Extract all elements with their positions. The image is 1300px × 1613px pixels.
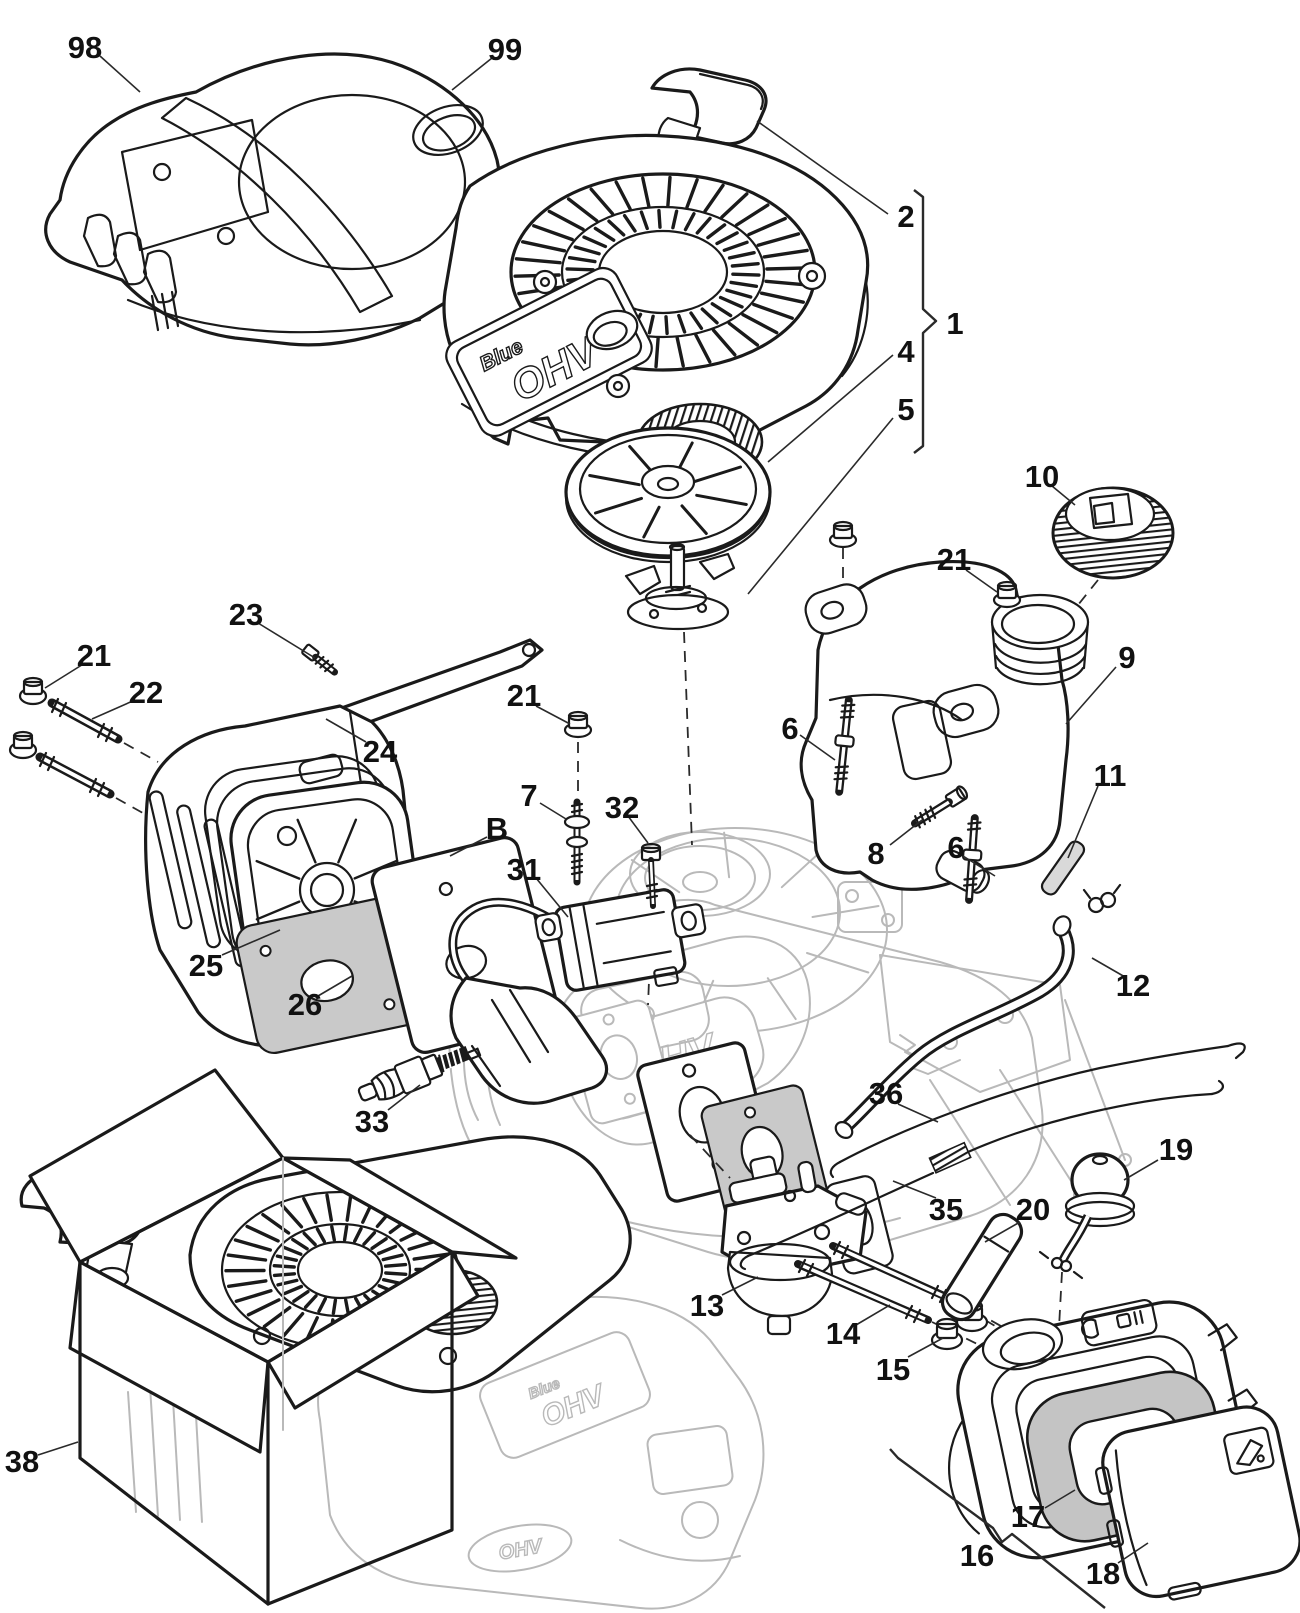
stud-6-right: [961, 814, 983, 904]
callout-21-muffler: 21: [77, 638, 111, 673]
callout-11: 11: [1094, 758, 1127, 793]
fuel-cap: [1051, 486, 1175, 580]
callout-18: 18: [1086, 1556, 1120, 1591]
air-filter-cover-18: [1094, 1405, 1300, 1601]
callout-25: 25: [189, 948, 223, 983]
breather-hose-20: [940, 1212, 1024, 1322]
governor-rod-35: [739, 1079, 1225, 1271]
callout-6-left: 6: [781, 711, 798, 746]
stud-22-upper: [47, 697, 123, 744]
stud-6-left: [833, 696, 856, 796]
spark-plug-33: [357, 1046, 482, 1102]
fuel-pipe-11: [1040, 840, 1086, 896]
cardboard-box: [28, 1068, 518, 1606]
starter-cup: [624, 542, 736, 631]
bolt-7: [563, 798, 591, 886]
callout-24: 24: [363, 734, 398, 769]
boxed-engine-38: Blue OHV OHV: [19, 1068, 765, 1610]
flange-nut-15-b: [930, 1317, 964, 1351]
primer-bulb-19: [1038, 1152, 1136, 1280]
starter-pulley: [564, 402, 772, 564]
callout-15: 15: [876, 1352, 910, 1387]
stud-22-lower: [35, 751, 115, 799]
callout-31: 31: [507, 852, 541, 887]
hose-clamp: [1082, 883, 1122, 914]
callout-5: 5: [897, 392, 914, 427]
rod-spring-coil: [928, 1141, 972, 1174]
callout-12: 12: [1116, 968, 1150, 1003]
callout-4: 4: [897, 334, 915, 369]
tank-filler-neck: [990, 593, 1090, 686]
cover-vent-icon: [1223, 1426, 1275, 1475]
flange-nut-21-muffler-b: [8, 730, 38, 760]
callout-32: 32: [605, 790, 639, 825]
callout-14: 14: [826, 1316, 861, 1351]
carburetor-13: [720, 1155, 894, 1336]
fuel-hose-12: [834, 915, 1075, 1139]
callout-23: 23: [229, 597, 263, 632]
bolt-32: [640, 842, 662, 909]
fan-cover: Blue OHV: [442, 133, 870, 462]
callout-17: 17: [1011, 1499, 1045, 1534]
flange-nut-21-muffler-a: [18, 676, 48, 706]
bolt-8: [910, 785, 969, 829]
stud-14-lower: [794, 1258, 932, 1324]
callout-8: 8: [867, 836, 884, 871]
callout-36: 36: [869, 1076, 903, 1111]
callout-20: 20: [1016, 1192, 1050, 1227]
callout-10: 10: [1025, 459, 1059, 494]
bracket-group-1: [913, 189, 938, 454]
callout-98: 98: [68, 30, 102, 65]
callout-13: 13: [690, 1288, 724, 1323]
flange-nut-21-coil: [563, 710, 593, 739]
callout-16: 16: [960, 1538, 994, 1573]
callout-19: 19: [1159, 1132, 1193, 1167]
callout-99: 99: [488, 32, 522, 67]
callout-1: 1: [946, 306, 963, 341]
leader-lines: [37, 55, 1159, 1609]
ghost-engine-in-box: Blue OHV OHV: [127, 1296, 765, 1610]
callout-7: 7: [520, 778, 537, 813]
ignition-coil-31: [448, 888, 707, 1105]
callout-2: 2: [897, 199, 914, 234]
callout-21-tank: 21: [937, 542, 971, 577]
flange-nut-21-tank-left: [828, 520, 858, 549]
callout-22: 22: [129, 675, 163, 710]
callout-33: 33: [355, 1104, 389, 1139]
molded-icon-plate: [1080, 1298, 1158, 1347]
engine-cover: [44, 52, 502, 347]
callout-B: B: [486, 811, 508, 846]
flange-nut-21-tank-right: [992, 580, 1022, 609]
stud-14-upper: [829, 1240, 957, 1304]
callout-35: 35: [929, 1192, 963, 1227]
callout-38: 38: [5, 1444, 39, 1479]
bracket-group-16: [889, 1448, 1106, 1609]
callout-6-right: 6: [947, 830, 964, 865]
callout-21-coil: 21: [507, 678, 541, 713]
callout-9: 9: [1118, 640, 1135, 675]
fuel-tank: [799, 559, 1090, 894]
callout-labels: 98 99 2 1 4 5 10 21 9 6 23 21 22 24 21 7…: [5, 30, 1193, 1591]
screw-23: [301, 643, 339, 676]
callout-26: 26: [288, 987, 322, 1022]
throttle-rod-36: [829, 1042, 1246, 1179]
